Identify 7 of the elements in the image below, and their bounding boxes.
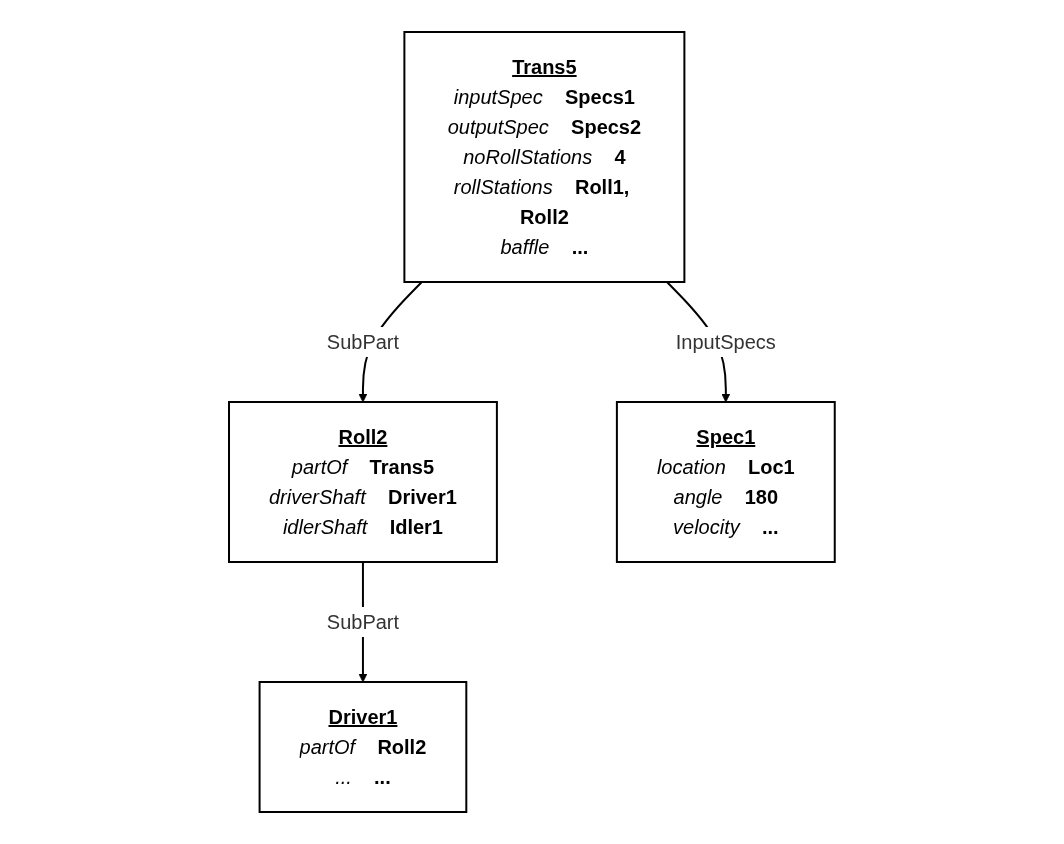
edge-label: InputSpecs — [675, 331, 776, 353]
node-box: Driver1 partOf Roll2 ... ... — [258, 681, 468, 813]
node-box: Roll2 partOf Trans5 driverShaft Driver1 idlerShaft Idler1 — [228, 401, 498, 563]
edge-label: SubPart — [326, 611, 400, 633]
node-box: Trans5 inputSpec Specs1 outputSpec Specs2 noRollStations 4 rollStations Roll1, Roll2 baffle ... — [403, 31, 686, 283]
node-box: Spec1 location Loc1 angle 180 velocity ... — [616, 401, 836, 563]
edge-label: SubPart — [326, 331, 400, 353]
